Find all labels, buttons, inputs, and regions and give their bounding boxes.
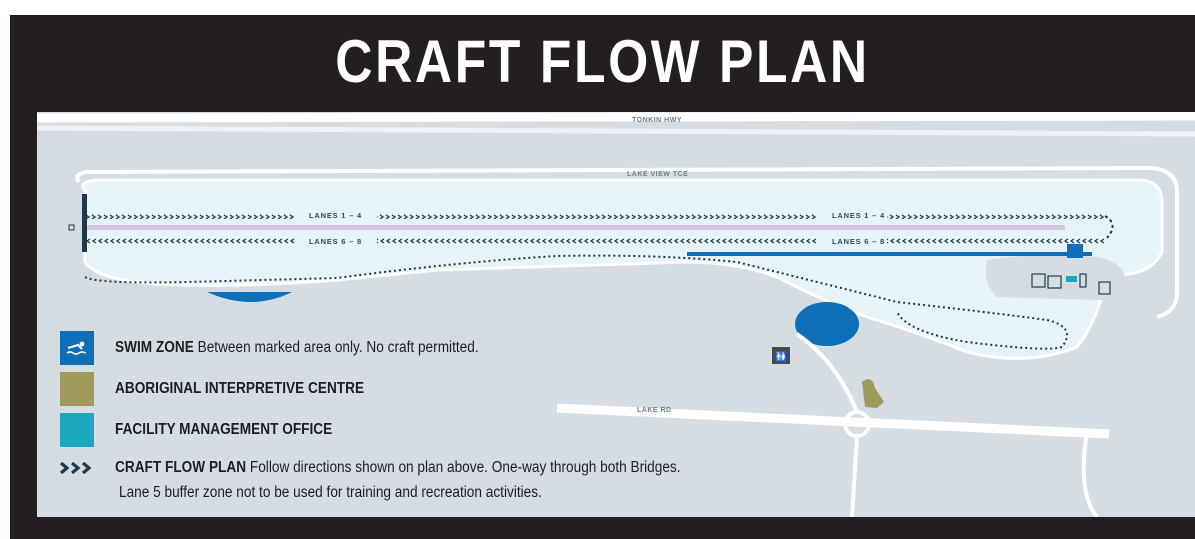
legend-aboriginal-title: ABORIGINAL INTERPRETIVE CENTRE	[115, 380, 365, 397]
tonkin-hwy-label: TONKIN HWY	[632, 117, 682, 124]
chevron-arrows-icon	[59, 461, 92, 475]
access-road	[795, 332, 859, 413]
lake-water	[81, 178, 1164, 360]
legend-craft-text2: Lane 5 buffer zone not to be used for tr…	[119, 484, 542, 501]
legend-swim-swatch	[60, 331, 94, 365]
flow-lane-1-4-left	[85, 213, 295, 219]
tonkin-hwy-road	[37, 112, 1195, 137]
lake-rd-label: LAKE RD	[637, 407, 672, 414]
legend-facility-swatch	[60, 413, 94, 447]
lane-label-6-8-right: LANES 6 – 8	[832, 237, 885, 246]
channel-bar	[687, 252, 1092, 256]
legend-swim-text: Between marked area only. No craft permi…	[197, 339, 479, 356]
legend-aboriginal-swatch	[60, 372, 94, 406]
aboriginal-centre	[862, 379, 884, 408]
flow-lane-6-8-left	[85, 238, 295, 244]
east-road	[1081, 431, 1099, 517]
lake-view-tce-road	[75, 165, 1179, 319]
start-marker	[68, 224, 75, 231]
legend-craft-title: CRAFT FLOW PLAN	[115, 459, 247, 476]
turnaround-right	[1104, 215, 1114, 239]
toilets-icon: 🚻	[772, 347, 790, 364]
return-flow-path	[84, 254, 1068, 350]
lake-view-tce-label: LAKE VIEW TCE	[627, 171, 688, 178]
lane5-buffer	[85, 225, 1065, 230]
swim-marker-right	[1067, 244, 1083, 258]
lane-label-1-4-right: LANES 1 – 4	[832, 211, 885, 220]
south-road	[850, 435, 859, 517]
lane-label-6-8-left: LANES 6 – 8	[309, 237, 362, 246]
start-bridge	[82, 194, 87, 252]
lake-rd-road	[556, 403, 1110, 439]
flow-lane-6-8-right	[887, 238, 1105, 244]
swim-zone-left	[207, 292, 292, 302]
legend-facility: FACILITY MANAGEMENT OFFICE	[115, 421, 332, 439]
facility-office	[1066, 276, 1077, 282]
legend-aboriginal: ABORIGINAL INTERPRETIVE CENTRE	[115, 380, 364, 398]
facility-land	[985, 255, 1127, 301]
swim-zone-right	[795, 302, 859, 346]
page-title: CRAFT FLOW PLAN	[335, 28, 870, 95]
flow-lane-1-4-mid	[377, 213, 817, 219]
map-canvas: TONKIN HWY LAKE VIEW TCE	[37, 112, 1195, 517]
legend-craft-text: Follow directions shown on plan above. O…	[249, 459, 681, 476]
legend-swim-title: SWIM ZONE	[115, 339, 194, 356]
flow-lane-6-8-mid	[377, 238, 817, 244]
building-4	[1098, 281, 1111, 295]
legend-craft-flow: CRAFT FLOW PLAN Follow directions shown …	[115, 459, 681, 477]
building-2	[1047, 275, 1062, 289]
legend-swim-zone: SWIM ZONE Between marked area only. No c…	[115, 339, 479, 357]
lane-label-1-4-left: LANES 1 – 4	[309, 211, 362, 220]
swimmer-icon	[66, 341, 87, 355]
legend-facility-title: FACILITY MANAGEMENT OFFICE	[115, 421, 333, 438]
venue-map: TONKIN HWY LAKE VIEW TCE	[37, 112, 1195, 517]
building-3	[1079, 273, 1087, 288]
building-1	[1031, 273, 1046, 288]
flow-lane-1-4-right	[887, 213, 1105, 219]
svg-text:🚻: 🚻	[775, 350, 787, 363]
